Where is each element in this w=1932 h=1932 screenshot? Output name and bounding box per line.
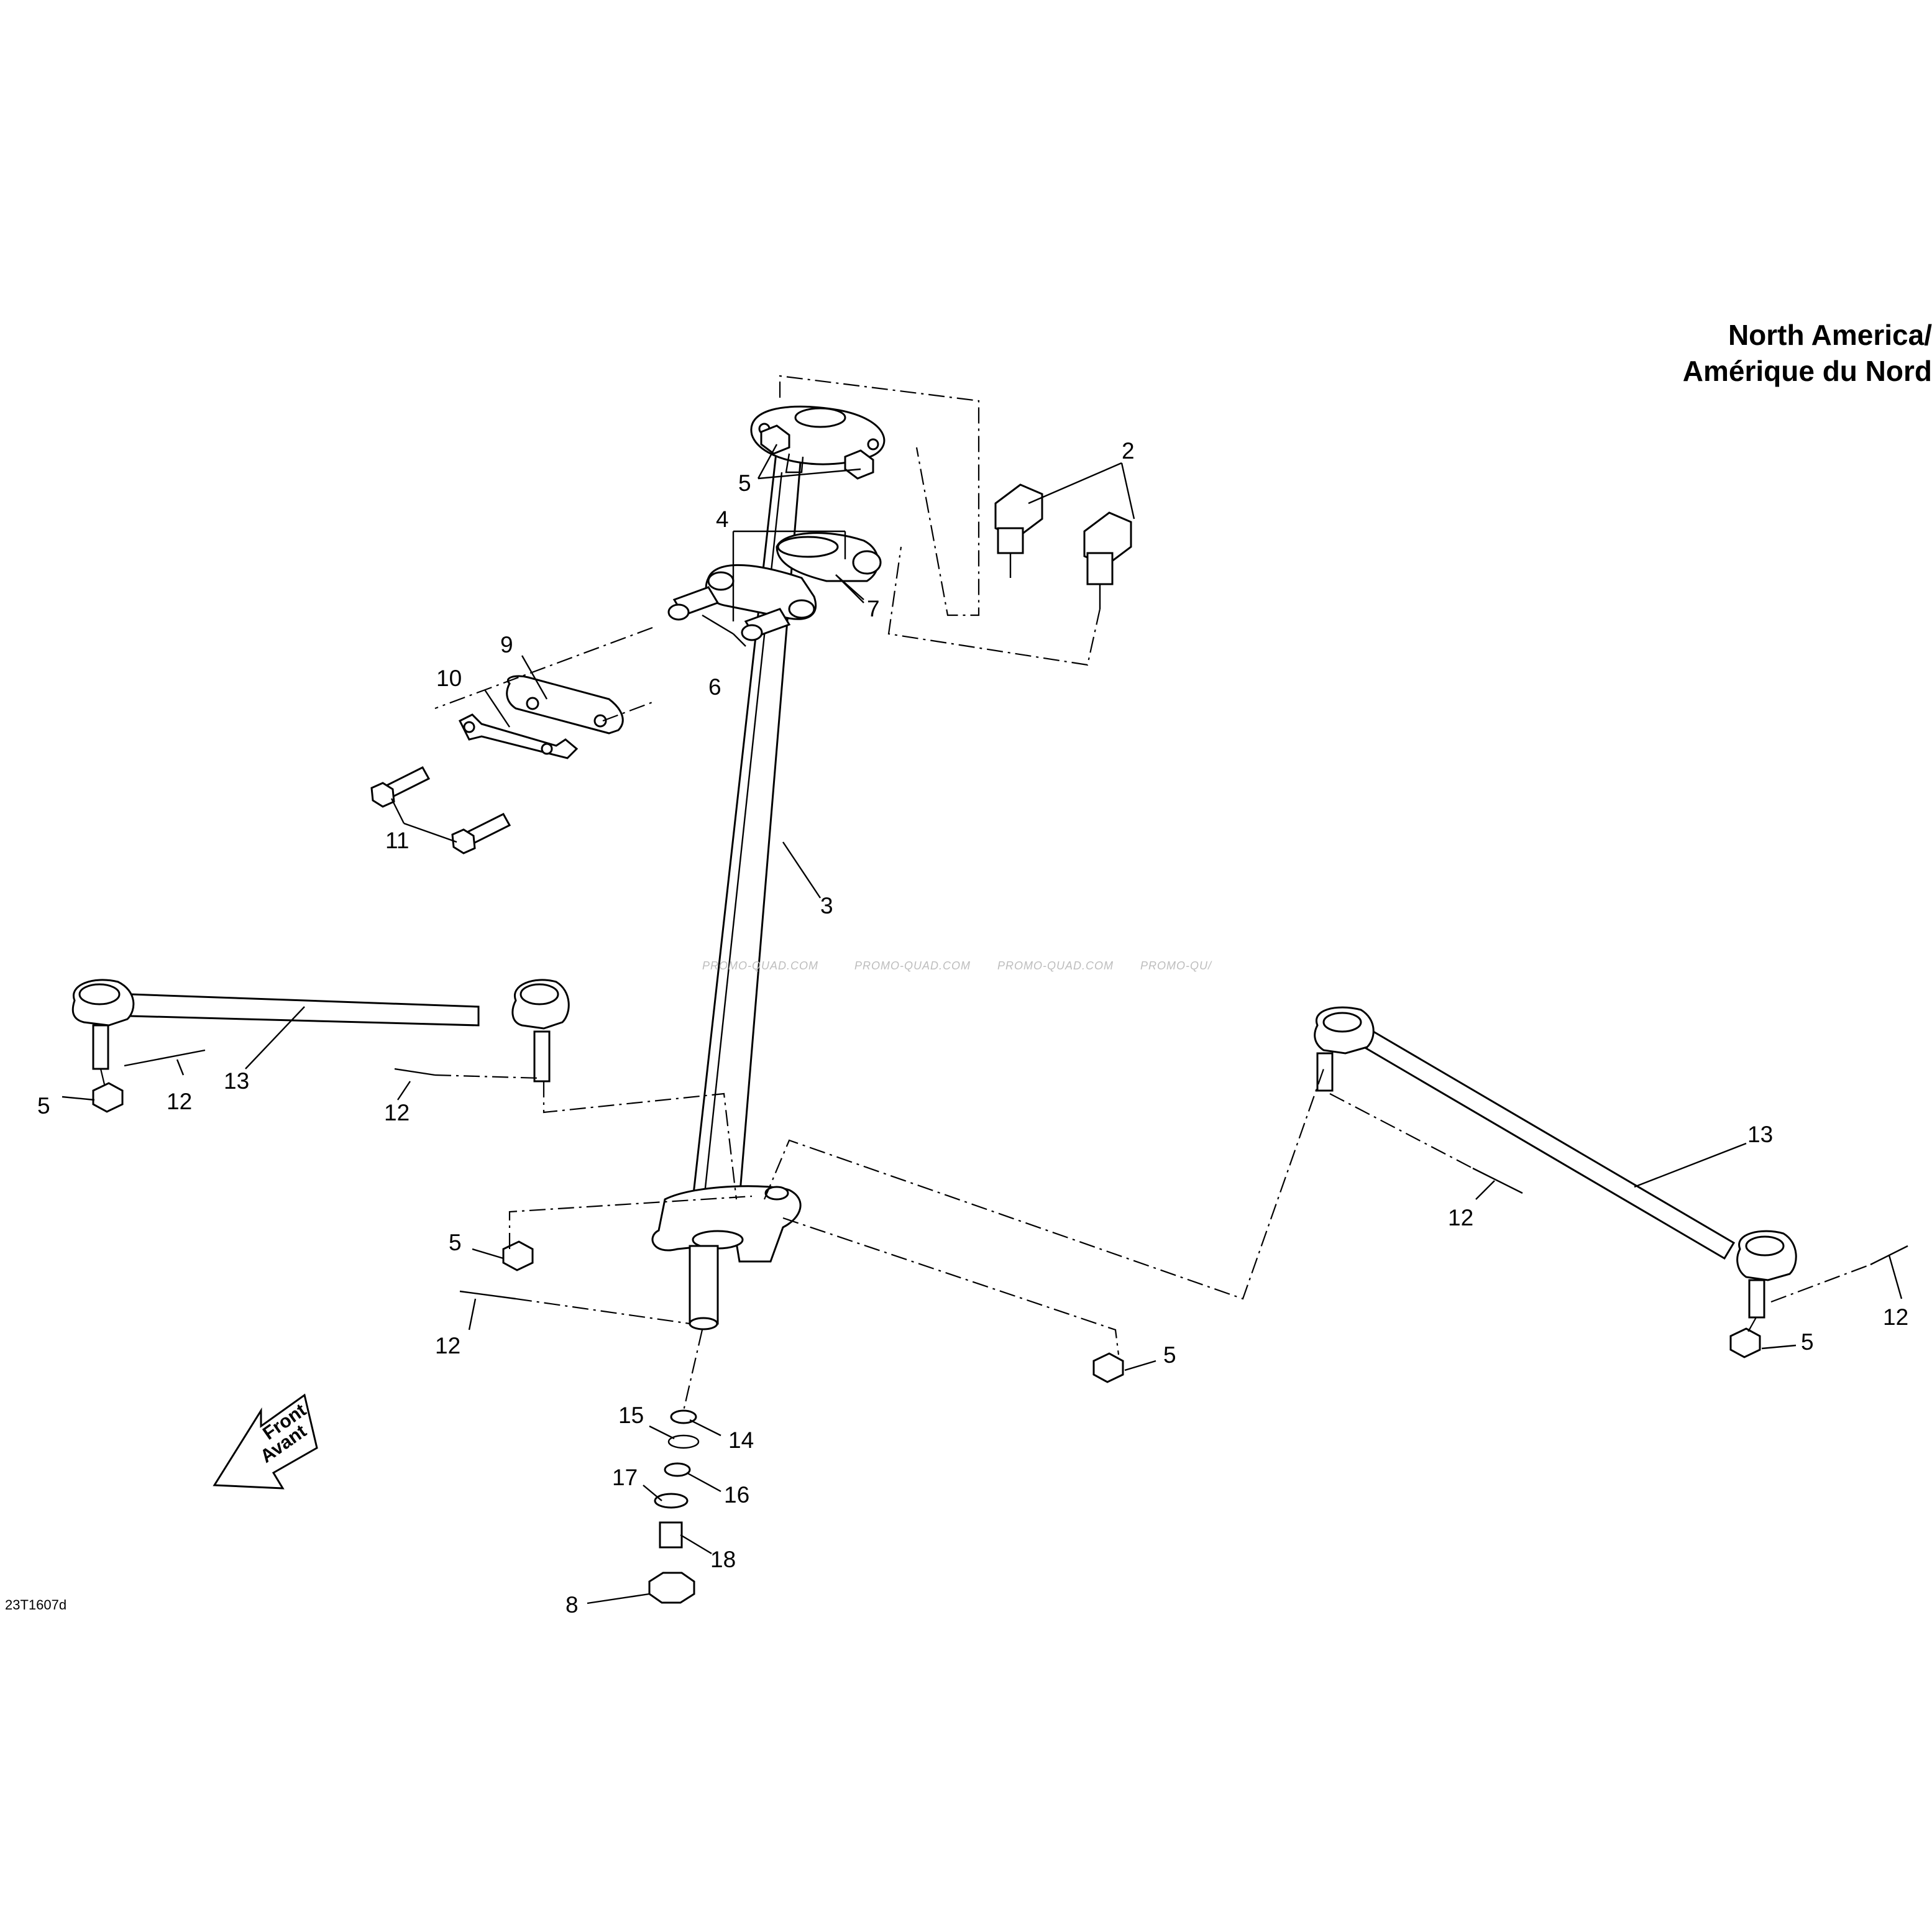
region-title-line1: North America/	[1728, 319, 1932, 351]
callout-12-arm: 12	[435, 1333, 460, 1358]
callout-12-left-a: 12	[167, 1089, 192, 1114]
leader-lines	[62, 444, 1903, 1605]
callout-5-right: 5	[1801, 1329, 1814, 1355]
callout-3: 3	[820, 893, 833, 918]
front-direction-arrow: Front Avant	[213, 1393, 318, 1490]
callout-7: 7	[867, 596, 880, 621]
callout-5-arm: 5	[449, 1230, 462, 1255]
callout-5-center: 5	[1163, 1342, 1176, 1368]
tie-rod-left[interactable]	[71, 979, 570, 1083]
callout-12-right-a: 12	[1448, 1205, 1473, 1230]
region-title-line2: Amérique du Nord	[1682, 355, 1932, 387]
retainer-plate[interactable]	[506, 675, 624, 735]
cotter-pins[interactable]	[124, 1049, 1908, 1300]
callout-13-left: 13	[224, 1068, 249, 1094]
region-title: North America/ Amérique du Nord	[1373, 317, 1932, 389]
callout-12-right-b: 12	[1883, 1304, 1908, 1330]
callout-5-left: 5	[37, 1093, 50, 1119]
callout-17: 17	[612, 1465, 638, 1490]
callout-6: 6	[708, 674, 721, 700]
callout-14: 14	[728, 1427, 754, 1453]
support-bolts[interactable]	[370, 766, 511, 854]
watermark-1: PROMO-QUAD.COM	[702, 959, 818, 972]
callout-18: 18	[710, 1547, 736, 1572]
lower-hardware-stack[interactable]	[648, 1409, 700, 1604]
callout-13-right: 13	[1747, 1122, 1773, 1147]
callout-16: 16	[724, 1482, 749, 1508]
castle-nuts[interactable]	[92, 1082, 1761, 1383]
tie-rod-right[interactable]	[1314, 1006, 1797, 1319]
steering-arm[interactable]	[651, 1185, 802, 1330]
callout-11: 11	[385, 828, 409, 853]
callout-9: 9	[500, 632, 513, 657]
reference-code: 23T1607d	[5, 1597, 67, 1613]
callout-4: 4	[716, 506, 729, 532]
callout-5-flange: 5	[738, 470, 751, 496]
callout-numbers: 2 3 4 5 6 7 9 10 11 13 12 12 5 5 12 5 13…	[37, 438, 1908, 1618]
column-support-bracket[interactable]	[705, 532, 882, 620]
watermark-3: PROMO-QUAD.COM	[997, 959, 1114, 972]
steering-bushings[interactable]	[994, 483, 1132, 609]
support-bushings[interactable]	[667, 586, 791, 641]
watermark-4: PROMO-QU/	[1140, 959, 1212, 972]
locking-plate[interactable]	[458, 713, 579, 759]
callout-2: 2	[1122, 438, 1135, 464]
watermark-2: PROMO-QUAD.COM	[854, 959, 971, 972]
callout-10: 10	[436, 666, 462, 691]
flange-nuts[interactable]	[760, 424, 874, 480]
callout-8: 8	[565, 1592, 579, 1618]
assembly-lines	[99, 375, 1871, 1411]
callout-12-left-b: 12	[384, 1100, 410, 1125]
callout-15: 15	[618, 1403, 644, 1428]
